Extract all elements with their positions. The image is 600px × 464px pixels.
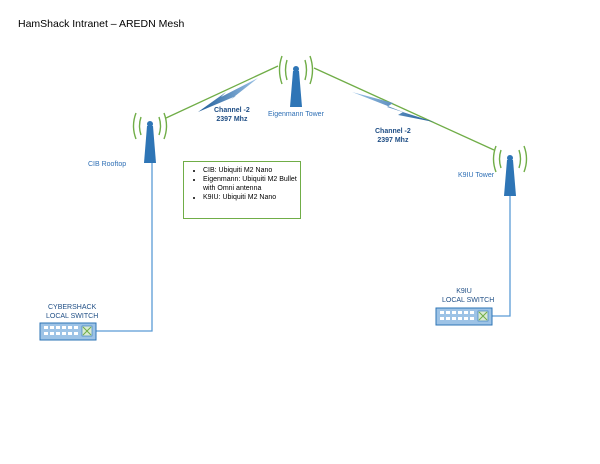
k9iu-tower-label: K9IU Tower	[458, 172, 495, 179]
switch-label-line: K9IU	[456, 288, 472, 295]
legend-item: CIB: Ubiquiti M2 Nano	[203, 167, 297, 176]
k9iu-switch-label: K9IU LOCAL SWITCH	[442, 288, 495, 306]
switch-label-line: CYBERSHACK	[48, 304, 97, 311]
legend-item: Eigenmann: Ubiquiti M2 Bullet with Omni …	[203, 176, 297, 194]
eigenmann-tower-icon	[278, 55, 314, 107]
cib-tower-icon	[132, 112, 168, 163]
radio-link-cib-eigenmann	[165, 65, 279, 119]
link-channel: Channel -2	[375, 128, 411, 135]
switch-label-line: LOCAL SWITCH	[46, 312, 99, 320]
lightning-bolt-icon	[352, 92, 434, 122]
link-frequency: 2397 Mhz	[377, 136, 409, 144]
ethernet-cable-k9iu	[492, 196, 511, 317]
k9iu-switch-icon	[435, 307, 493, 326]
equipment-legend: CIB: Ubiquiti M2 Nano Eigenmann: Ubiquit…	[183, 161, 301, 219]
k9iu-tower-icon	[492, 145, 528, 196]
link-channel: Channel -2	[214, 107, 250, 114]
eigenmann-tower-label: Eigenmann Tower	[268, 111, 324, 118]
ethernet-cable-cib	[96, 162, 153, 332]
radio-link-eigenmann-k9iu	[313, 67, 495, 151]
page-title: HamShack Intranet – AREDN Mesh	[18, 18, 185, 30]
link-label-cib-eigenmann: Channel -2 2397 Mhz	[214, 107, 250, 125]
cib-tower-label: CIB Rooftop	[88, 161, 127, 168]
lightning-bolt-icon	[198, 78, 258, 112]
link-label-eigenmann-k9iu: Channel -2 2397 Mhz	[375, 128, 411, 146]
link-frequency: 2397 Mhz	[216, 115, 248, 123]
switch-label-line: LOCAL SWITCH	[442, 296, 495, 304]
cybershack-switch-icon	[39, 322, 97, 341]
cybershack-switch-label: CYBERSHACK LOCAL SWITCH	[46, 304, 98, 322]
legend-item: K9IU: Ubiquiti M2 Nano	[203, 194, 297, 203]
